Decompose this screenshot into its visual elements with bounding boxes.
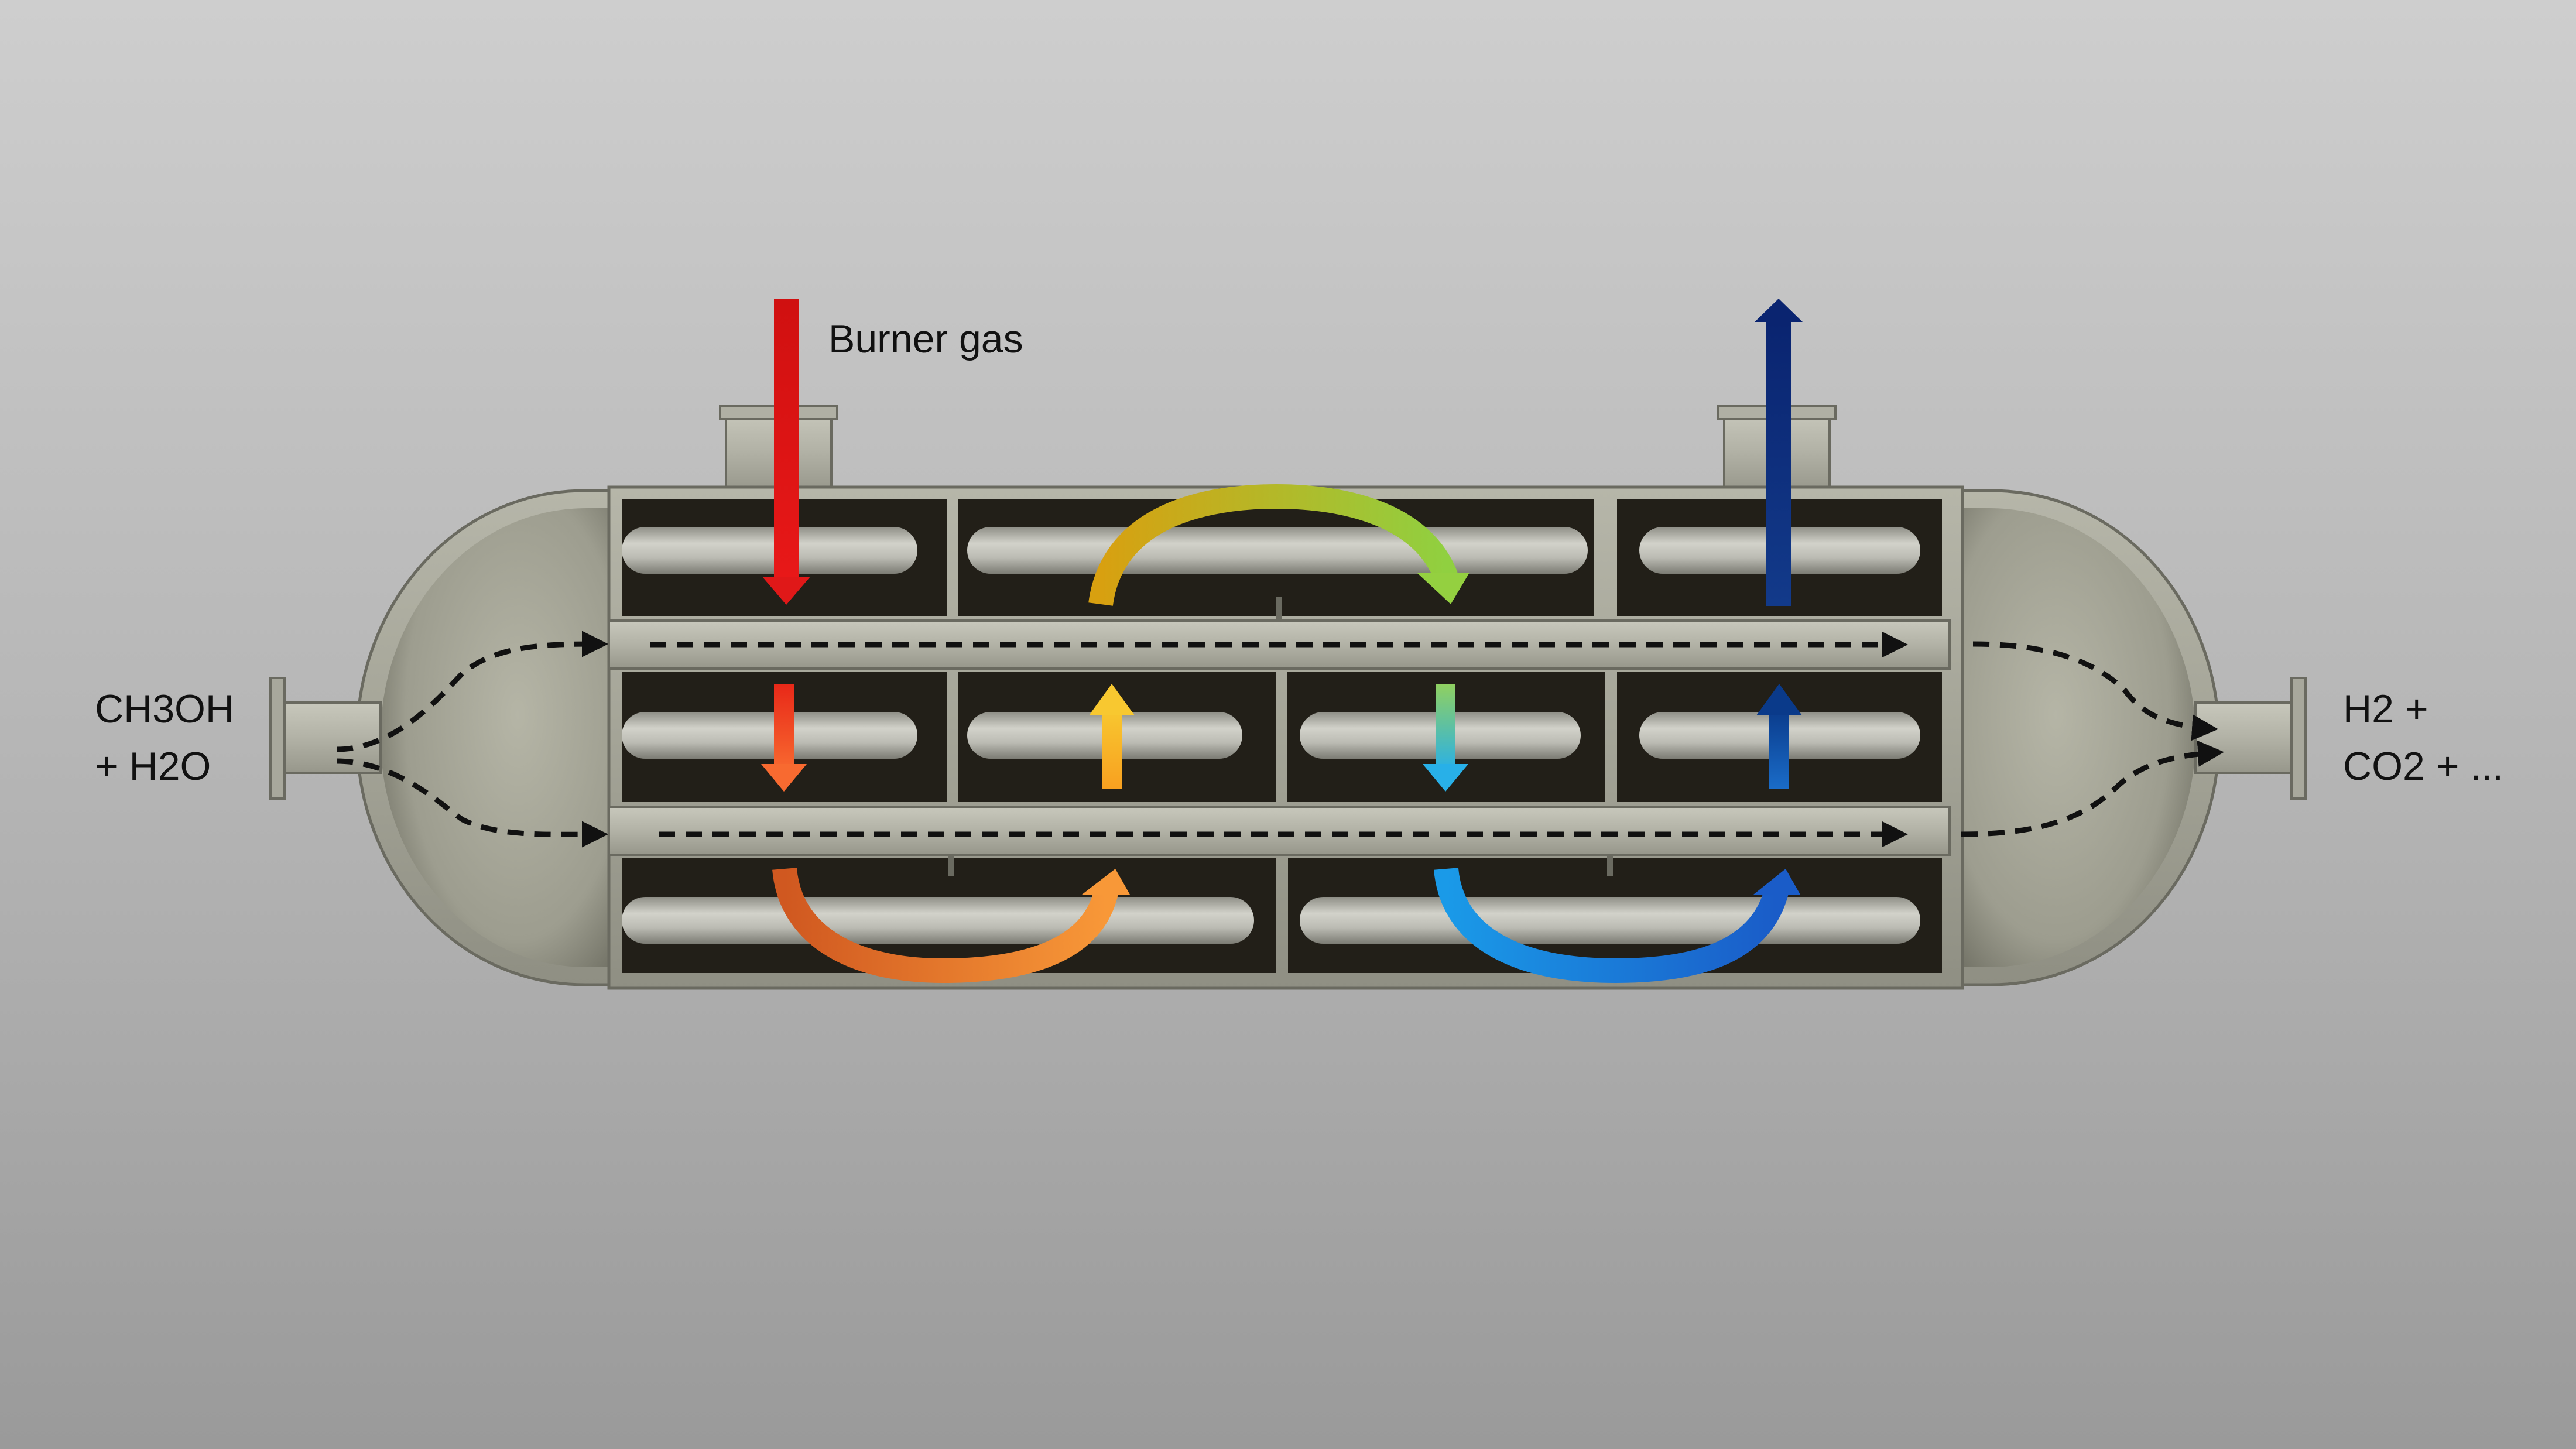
- flow-arrow-down-1: [761, 684, 807, 792]
- inlet-nozzle: [269, 677, 382, 800]
- burner-gas-inlet-arrow: [762, 299, 810, 605]
- process-channels: [608, 619, 1951, 856]
- process-flow-lines: [336, 631, 2224, 848]
- right-dome: [1948, 489, 2221, 986]
- outlet-line-1: H2 +: [2343, 687, 2428, 731]
- flow-arc-bottom-right: [1434, 867, 1800, 984]
- flow-arrow-up-2: [1089, 684, 1135, 789]
- burner-gas-text: Burner gas: [828, 317, 1023, 361]
- outlet-label: H2 + CO2 + ...: [2343, 680, 2503, 795]
- flow-arc-bottom-left: [772, 867, 1130, 984]
- flow-arc-top: [1088, 484, 1469, 607]
- flow-arrow-up-4: [1756, 684, 1802, 789]
- baffle-stubs: [948, 597, 1613, 876]
- flow-arrow-down-3: [1423, 684, 1468, 792]
- burner-gas-label: Burner gas: [828, 310, 1023, 368]
- inlet-line-1: CH3OH: [95, 687, 235, 731]
- left-dome: [355, 489, 624, 986]
- inlet-line-2: + H2O: [95, 744, 211, 789]
- inlet-label: CH3OH + H2O: [95, 680, 234, 795]
- outlet-line-2: CO2 + ...: [2343, 744, 2503, 789]
- burner-gas-outlet-arrow: [1755, 299, 1803, 606]
